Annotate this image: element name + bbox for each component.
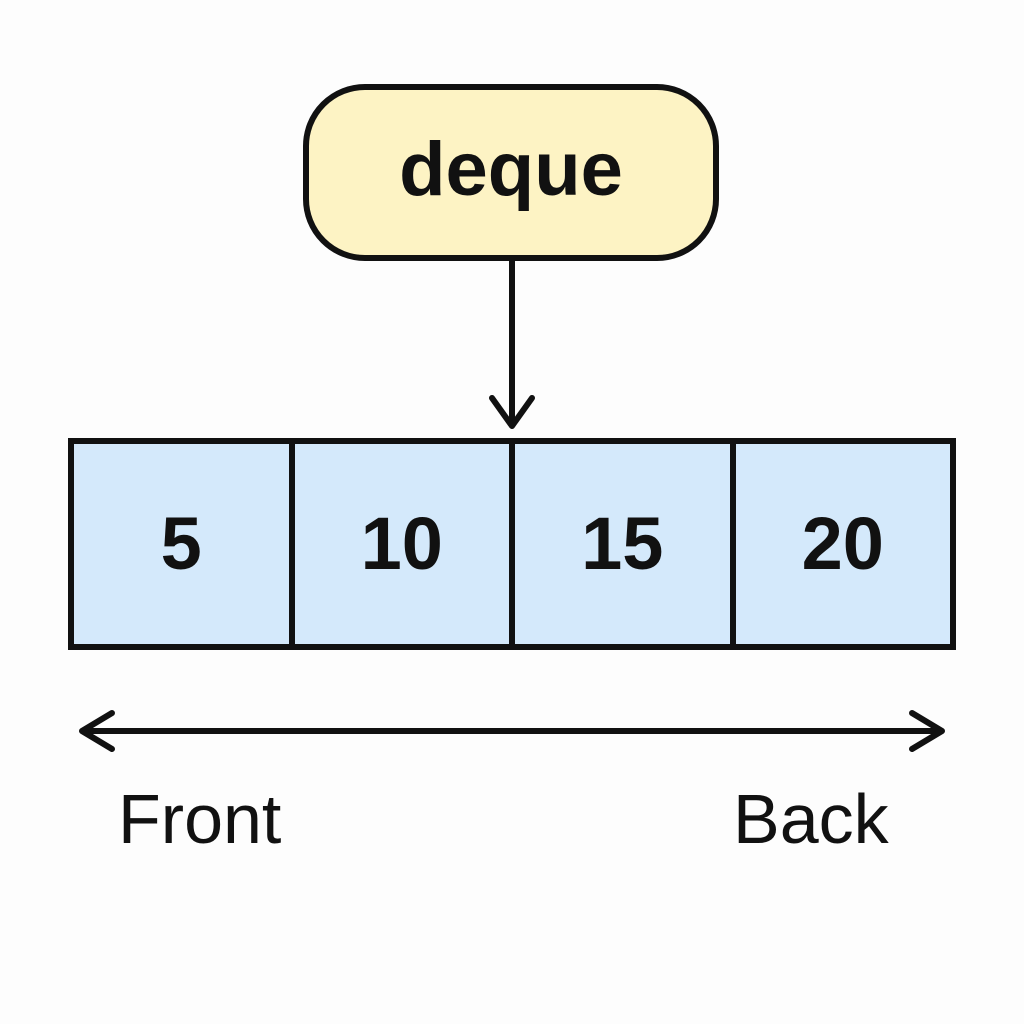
deque-cell-value: 15 (581, 502, 664, 585)
deque-cell-value: 5 (160, 502, 202, 585)
front-label: Front (118, 780, 282, 858)
back-label: Back (733, 780, 889, 858)
deque-cell: 15 (515, 444, 736, 644)
deque-cell: 10 (295, 444, 515, 644)
deque-cells: 5 10 15 20 (68, 438, 956, 650)
left-arrow-head-icon (79, 710, 115, 752)
deque-cell: 5 (74, 444, 295, 644)
deque-cell-value: 10 (360, 502, 443, 585)
deque-title: deque (399, 126, 623, 212)
deque-title-box: deque (303, 84, 719, 261)
deque-cell-value: 20 (801, 502, 884, 585)
deque-cell: 20 (736, 444, 951, 644)
pointer-arrow-head-icon (489, 395, 535, 429)
right-arrow-head-icon (909, 710, 945, 752)
